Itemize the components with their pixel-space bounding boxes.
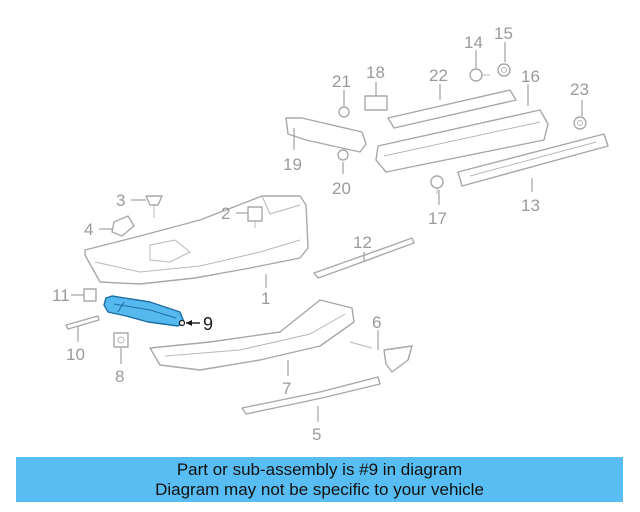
part-8-nut xyxy=(113,332,129,348)
callout-3: 3 xyxy=(116,191,125,210)
callout-13: 13 xyxy=(521,196,540,215)
info-banner: Part or sub-assembly is #9 in diagram Di… xyxy=(16,457,623,502)
callout-16: 16 xyxy=(521,67,540,86)
part-18-clip xyxy=(364,95,388,111)
part-22-absorber xyxy=(387,89,517,129)
callout-19: 19 xyxy=(283,155,302,174)
parts-diagram: 1 2 3 4 5 6 7 8 9 10 11 12 13 14 15 16 1… xyxy=(52,24,609,444)
callout-7: 7 xyxy=(282,379,291,398)
part-23-nut xyxy=(573,116,587,130)
callout-10: 10 xyxy=(66,345,85,364)
callout-23: 23 xyxy=(570,80,589,99)
part-15-nut xyxy=(497,63,511,77)
part-3-screw xyxy=(145,195,163,218)
part-13-absorber xyxy=(457,133,609,187)
part-7-valance xyxy=(149,299,355,371)
part-11-clip xyxy=(83,288,97,302)
callout-22: 22 xyxy=(429,66,448,85)
callout-2: 2 xyxy=(221,204,230,223)
part-10-bolt xyxy=(65,315,100,330)
part-17-bolt xyxy=(430,175,444,194)
callout-9: 9 xyxy=(203,314,213,334)
callout-18: 18 xyxy=(366,63,385,82)
callout-6: 6 xyxy=(372,313,381,332)
leader-lines xyxy=(71,42,583,422)
part-19-bracket xyxy=(285,117,367,153)
callout-1: 1 xyxy=(261,289,270,308)
callout-8: 8 xyxy=(115,367,124,386)
banner-line-2: Diagram may not be specific to your vehi… xyxy=(155,479,484,499)
callout-21: 21 xyxy=(332,72,351,91)
callout-5: 5 xyxy=(312,425,321,444)
part-5-molding xyxy=(241,376,381,415)
callout-20: 20 xyxy=(332,179,351,198)
part-20-screw xyxy=(337,149,349,161)
part-16-beam xyxy=(375,109,549,173)
callout-17: 17 xyxy=(428,209,447,228)
callout-12: 12 xyxy=(353,233,372,252)
callout-15: 15 xyxy=(494,24,513,43)
part-21-screw xyxy=(338,106,350,118)
part-2-clip xyxy=(247,206,263,228)
callout-4: 4 xyxy=(84,220,93,239)
part-4-bracket xyxy=(111,215,135,237)
callout-11: 11 xyxy=(52,286,70,305)
callout-14: 14 xyxy=(464,33,483,52)
part-6-bracket xyxy=(349,341,413,373)
part-14-bolt xyxy=(469,68,490,82)
part-9-bracket xyxy=(103,295,186,327)
banner-line-1: Part or sub-assembly is #9 in diagram xyxy=(176,459,463,479)
